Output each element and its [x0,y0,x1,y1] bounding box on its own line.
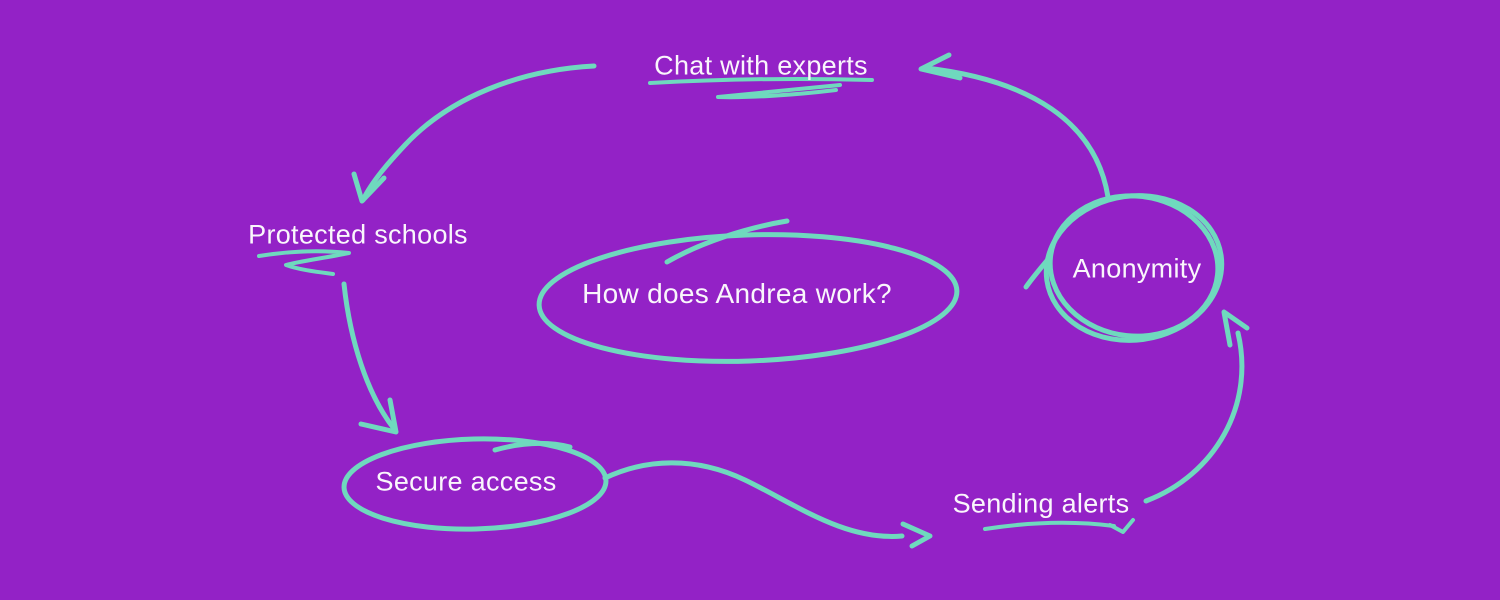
node-label-center-question: How does Andrea work? [582,278,892,309]
edge-sending-to-anonymity-curve [1143,330,1245,504]
center-node-ellipse [536,232,960,364]
node-label-sending-alerts: Sending alerts [952,488,1130,519]
sending-underline-stroke [983,520,1116,531]
edge-sending-to-anonymity-arrowhead-icon [1221,309,1250,348]
protected-zigzag-underline-stroke [257,249,351,276]
edge-protected-to-secure-curve [341,281,398,433]
chat-underline-swoosh-stroke [716,83,842,100]
edge-secure-to-sending-curve [602,460,905,539]
chat-underline-stroke [648,77,874,85]
node-label-chat-with-experts: Chat with experts [654,50,868,81]
center-node-ellipse-leadin-stroke [664,218,790,265]
node-label-protected-schools: Protected schools [248,219,468,250]
sending-underline-tick-stroke [1108,518,1135,534]
edge-secure-to-sending-arrowhead-icon [900,521,933,549]
edge-chat-to-protected-curve [360,63,597,203]
anonymity-node-circle-tail-stroke [1023,255,1052,290]
edge-protected-to-secure-arrowhead-icon [358,397,399,435]
secure-node-ellipse-leadin-stroke [492,440,573,453]
edge-anonymity-to-chat-arrowhead-icon [918,52,963,81]
node-label-secure-access: Secure access [375,466,557,497]
node-label-anonymity: Anonymity [1072,253,1202,284]
edge-chat-to-protected-arrowhead-icon [351,171,387,204]
edge-anonymity-to-chat-curve [923,65,1111,200]
secure-node-ellipse [341,436,609,532]
